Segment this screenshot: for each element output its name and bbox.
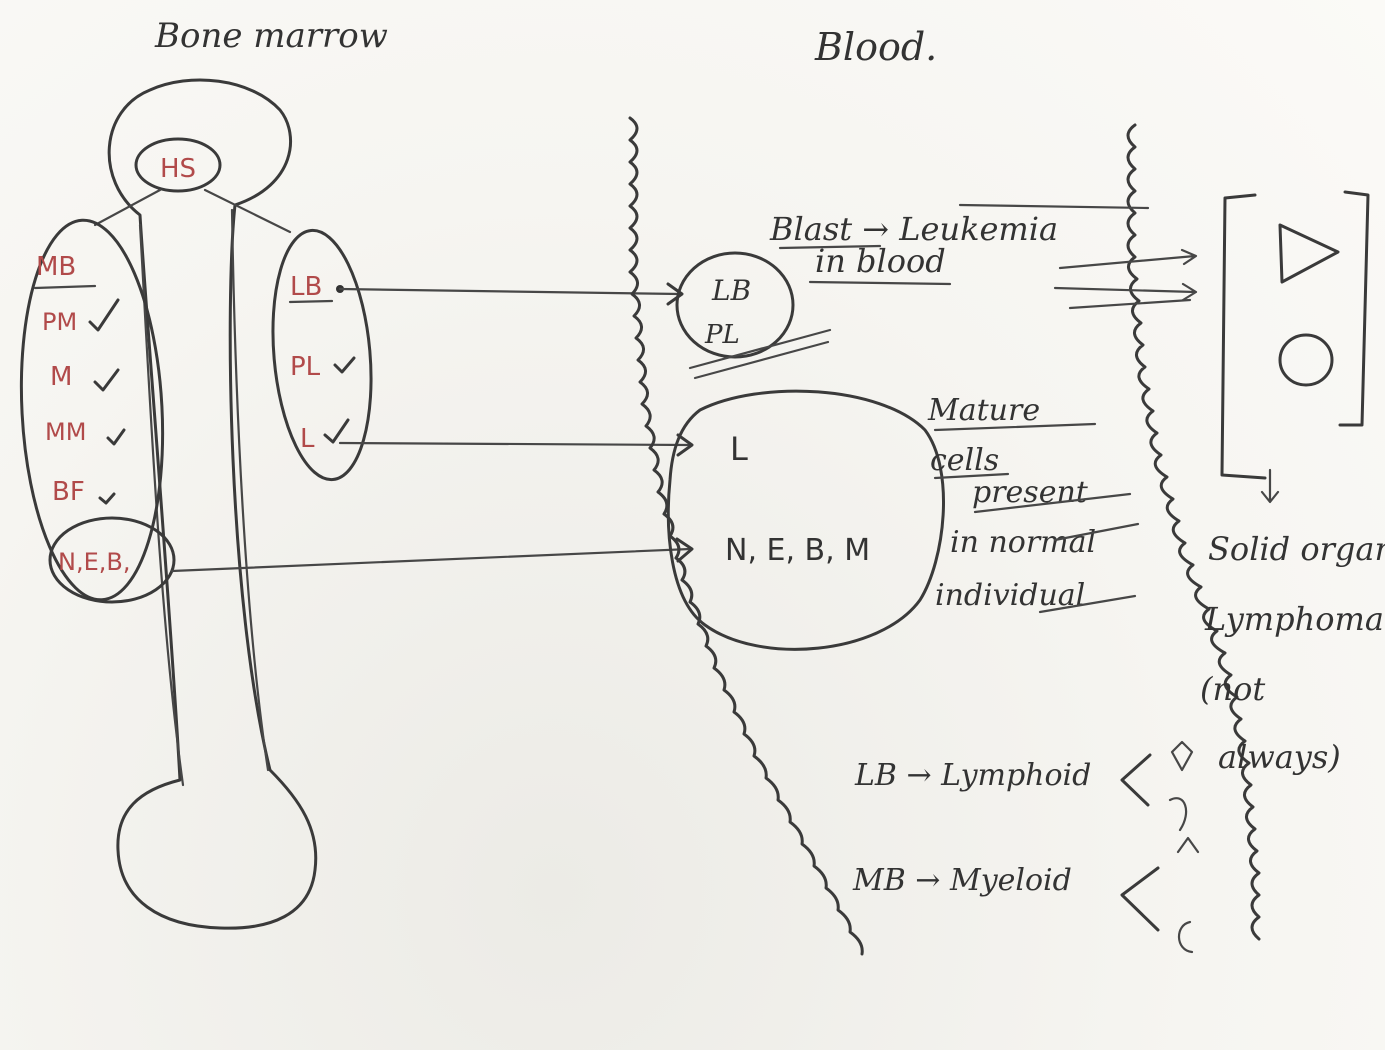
mature-note-line3: present [972, 475, 1089, 510]
myeloid-item-bf: BF [52, 477, 85, 507]
solid-organ-note-4: always) [1218, 738, 1341, 776]
mature-granulocyte-oval [48, 516, 176, 604]
chevron-left-icon [1120, 866, 1160, 932]
lymphoid-item-lb: LB [290, 272, 322, 302]
lb-underline [288, 299, 334, 304]
vessel-wall-right [1126, 123, 1261, 941]
myeloid-series-oval [19, 218, 165, 602]
mature-note-line5: individual [935, 578, 1085, 613]
blast-note-line1: Blast → Leukemia [769, 210, 1058, 248]
arrow-neb-to-mature [170, 547, 692, 573]
hs-branch-left [93, 188, 162, 227]
lineage-lb-note: LB → Lymphoid [854, 758, 1091, 793]
hs-cell [134, 137, 222, 193]
mature-note-line1: Mature [927, 393, 1040, 428]
lymphoid-item-l: L [300, 424, 315, 454]
mature-note-underlines [933, 422, 1140, 614]
arrowhead-icon [676, 433, 694, 457]
blast-cell-lb: LB [711, 274, 751, 307]
blast-cell-circle [675, 251, 795, 359]
solid-organ-bracket-right [1338, 190, 1370, 427]
exit-arrow-3 [1068, 298, 1192, 310]
myeloid-item-mm: MM [45, 418, 86, 446]
myeloid-item-neb: N,E,B, [58, 548, 130, 576]
in-blood-underline [808, 280, 952, 286]
mature-note-line2: cells [930, 443, 999, 478]
check-icon [323, 418, 350, 444]
mature-cell-nebm: N, E, B, M [725, 533, 870, 568]
bone-outline [107, 78, 318, 930]
myeloid-item-m: M [50, 362, 72, 392]
blast-cell-pl: PL [704, 320, 740, 350]
solid-organ-note-2: Lymphoma [1204, 600, 1384, 638]
check-icon [106, 428, 126, 446]
lymphoid-series-oval [271, 228, 373, 482]
arrow-down-icon [1260, 468, 1280, 504]
check-icon [88, 298, 120, 332]
lymphoid-item-pl: PL [290, 352, 321, 382]
arrowhead-icon [666, 282, 684, 306]
exit-arrow-2 [1053, 282, 1198, 302]
arrow-l-to-mature [338, 441, 692, 447]
triangle-icon [1278, 223, 1340, 284]
circle-icon [1278, 333, 1334, 387]
hs-branch-right [203, 188, 292, 234]
solid-organ-bracket-left [1220, 193, 1267, 480]
check-icon [333, 356, 356, 374]
leukemia-underline [958, 203, 1150, 210]
exit-arrow-1 [1058, 248, 1198, 270]
blast-double-underline [688, 328, 832, 380]
mature-cell-circle [666, 389, 945, 651]
blood-heading: Blood. [814, 25, 937, 69]
myeloid-item-mb: MB [36, 252, 76, 282]
chevron-left-icon [1120, 753, 1152, 807]
arrowhead-icon [675, 537, 694, 563]
arrow-lb-to-blast [338, 287, 682, 296]
mature-note-line4: in normal [950, 525, 1096, 560]
hs-label: HS [160, 154, 196, 184]
mb-underline [33, 284, 97, 290]
solid-organ-note-3: (not [1200, 670, 1265, 708]
check-icon [98, 492, 116, 505]
check-icon [93, 368, 120, 392]
lineage-mb-note: MB → Myeloid [852, 863, 1072, 898]
vessel-wall-cells [1168, 740, 1200, 954]
bone-shaft-right [230, 208, 270, 772]
solid-organ-note-1: Solid organ [1208, 530, 1385, 568]
blast-underline [778, 244, 882, 250]
blast-note-line2: in blood [815, 242, 946, 280]
mature-cell-l: L [730, 430, 748, 468]
myeloid-item-pm: PM [42, 308, 77, 336]
bone-marrow-heading: Bone marrow [154, 16, 388, 56]
